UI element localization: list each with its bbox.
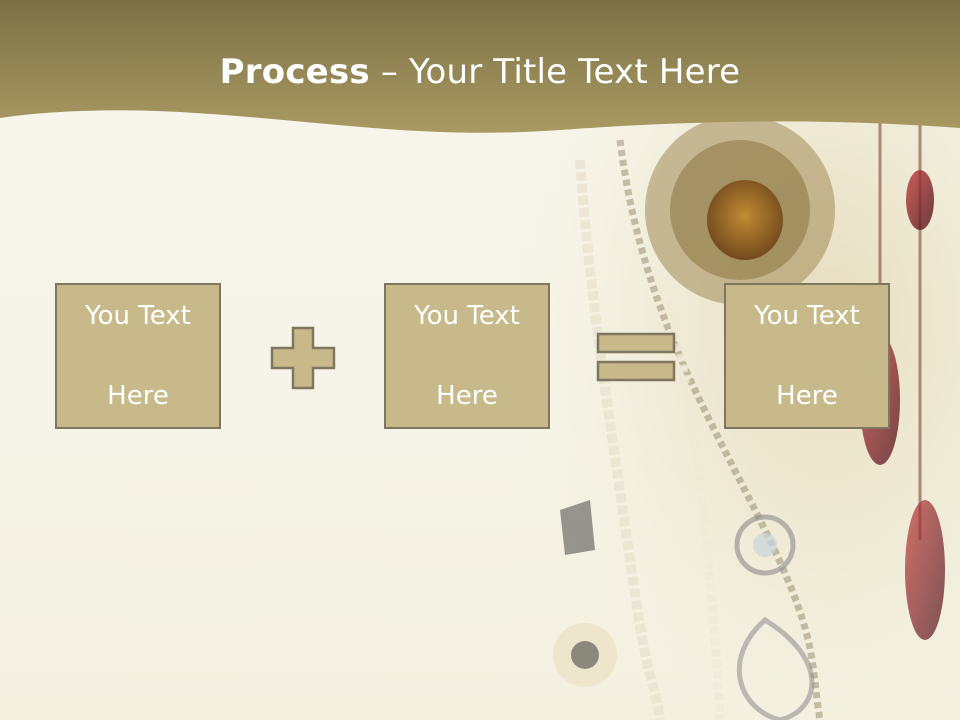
process-box-1-line2: Here <box>107 381 169 411</box>
header-band <box>0 0 960 133</box>
plus-icon <box>270 326 336 390</box>
process-box-2-line1: You Text <box>414 301 520 331</box>
process-box-2-line2: Here <box>436 381 498 411</box>
slide-title: Process – Your Title Text Here <box>0 52 960 92</box>
process-box-3-line2: Here <box>776 381 838 411</box>
process-box-3-line1: You Text <box>754 301 860 331</box>
process-box-1-line1: You Text <box>85 301 191 331</box>
equals-icon <box>596 332 676 382</box>
title-text: Your Title Text Here <box>409 52 741 92</box>
title-bold: Process <box>219 52 370 92</box>
title-dash: – <box>369 52 410 92</box>
